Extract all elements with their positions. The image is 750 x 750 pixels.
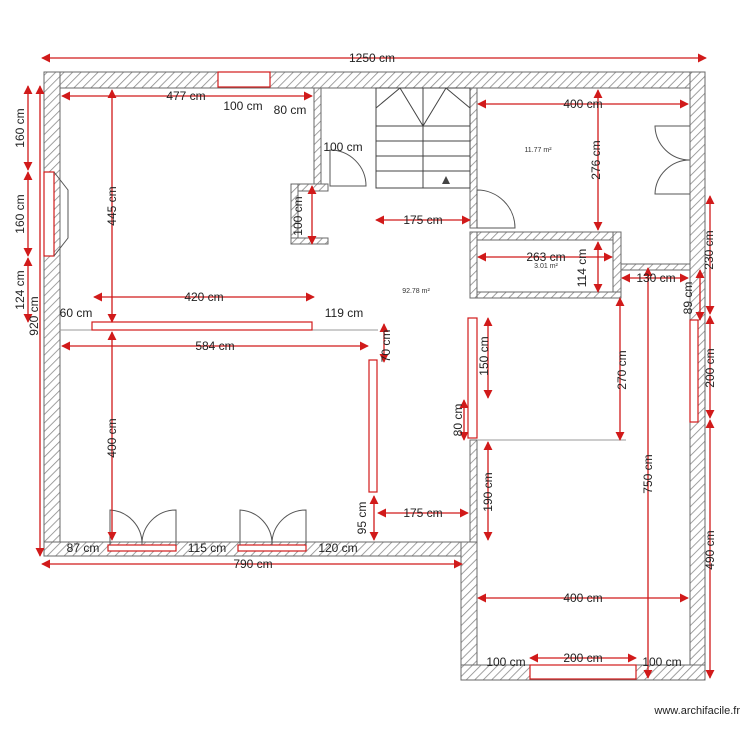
wall-closet-base: [290, 237, 329, 245]
left-bay-window: [53, 171, 69, 257]
dim-95: 95 cm: [355, 502, 369, 535]
wall-smallroom-top: [476, 231, 622, 241]
dim-750: 750 cm: [641, 454, 655, 493]
french-door-2: [239, 509, 307, 546]
dim-400-bottom: 400 cm: [563, 591, 602, 605]
dim-270: 270 cm: [615, 350, 629, 389]
dim-114: 114 cm: [575, 249, 589, 287]
partition-top: [91, 321, 313, 331]
window-top: [217, 71, 271, 88]
dim-1250: 1250 cm: [349, 51, 395, 65]
dim-115: 115 cm: [188, 541, 226, 555]
french-door-1: [109, 509, 177, 546]
dim-190: 190 cm: [481, 472, 495, 511]
dim-80-mid: 80 cm: [451, 404, 465, 437]
dim-400-top: 400 cm: [563, 97, 602, 111]
dim-124: 124 cm: [13, 270, 27, 309]
dim-230: 230 cm: [702, 230, 716, 269]
dim-100-bottom-left: 100 cm: [486, 655, 525, 669]
wall-right-partition: [620, 263, 691, 271]
dim-80-top: 80 cm: [274, 103, 307, 117]
dim-445: 445 cm: [105, 186, 119, 225]
wall-smallroom-right: [612, 231, 622, 299]
dim-100-closet-v: 100 cm: [291, 196, 305, 235]
wall-smallroom-bottom: [476, 291, 622, 299]
dim-490: 490 cm: [703, 530, 717, 569]
dim-70: 70 cm: [379, 330, 393, 363]
wall-interior-vertical-2: [469, 231, 478, 299]
dim-175-mid: 175 cm: [403, 506, 442, 520]
window-bottom-annex: [529, 664, 637, 680]
area-bedroom-top-right: 11.77 m²: [524, 147, 552, 154]
doors: [53, 125, 691, 546]
dim-150: 150 cm: [477, 336, 491, 375]
dimension-lines: [23, 53, 715, 679]
wall-interior-vertical: [469, 87, 478, 229]
area-small-room: 3.01 m²: [534, 263, 558, 270]
dim-175-stair: 175 cm: [403, 213, 442, 227]
dim-120: 120 cm: [318, 541, 357, 555]
dim-130: 130 cm: [636, 271, 675, 285]
dim-420: 420 cm: [184, 290, 223, 304]
right-double-door: [654, 125, 691, 195]
windows: [43, 71, 699, 680]
watermark: www.archifacile.fr: [653, 705, 740, 717]
window-right: [689, 319, 699, 423]
wall-closet-right: [313, 87, 322, 189]
french-door-sill-1: [107, 544, 177, 552]
dim-100-closet: 100 cm: [323, 140, 362, 154]
wall-annex-left: [460, 541, 478, 681]
dim-160-a: 160 cm: [13, 108, 27, 147]
french-door-sill-2: [237, 544, 307, 552]
window-left: [43, 171, 55, 257]
dim-60: 60 cm: [60, 306, 93, 320]
wall-interior-vertical-3: [469, 439, 478, 543]
dim-276: 276 cm: [589, 140, 603, 179]
corridor-door: [476, 189, 516, 229]
wall-left: [43, 71, 61, 557]
closet-door: [329, 149, 367, 187]
staircase: [375, 87, 471, 189]
area-main-living: 92.78 m²: [402, 288, 430, 295]
dim-119: 119 cm: [325, 306, 363, 320]
dim-477: 477 cm: [166, 89, 205, 103]
dim-400-left: 400 cm: [105, 418, 119, 457]
walls: [43, 71, 706, 681]
dim-89: 89 cm: [681, 282, 695, 315]
dim-200-bottom: 200 cm: [563, 651, 602, 665]
partition-tall-left: [368, 359, 378, 493]
dim-160-b: 160 cm: [13, 194, 27, 233]
dim-200-right: 200 cm: [703, 348, 717, 387]
dim-584: 584 cm: [195, 339, 234, 353]
dim-100-top: 100 cm: [223, 99, 262, 113]
dim-100-bottom-right: 100 cm: [642, 655, 681, 669]
area-labels: 11.77 m² 3.01 m² 92.78 m²: [402, 147, 558, 295]
dim-790: 790 cm: [233, 557, 272, 571]
partitions: [60, 317, 626, 493]
dim-87: 87 cm: [67, 541, 100, 555]
dim-263: 263 cm: [526, 250, 565, 264]
wall-top: [43, 71, 706, 89]
dimension-labels: 1250 cm 477 cm 100 cm 80 cm 400 cm 160 c…: [13, 51, 717, 669]
partition-mid: [467, 317, 478, 439]
dim-920: 920 cm: [27, 296, 41, 335]
